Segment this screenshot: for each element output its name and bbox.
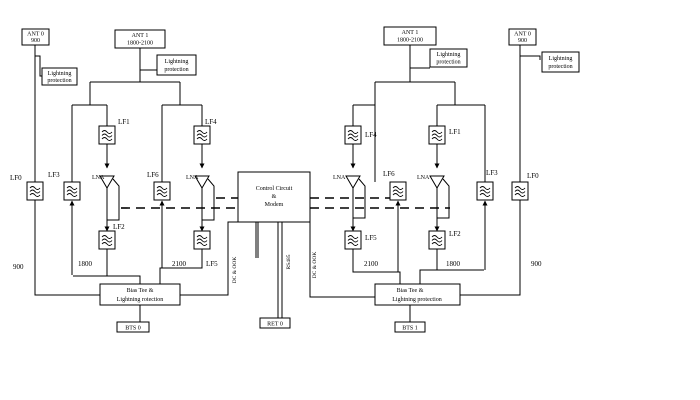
rs485-label: RS485 bbox=[286, 254, 292, 269]
control-line2: & bbox=[272, 194, 277, 200]
left-lightning-1-line1: Lightning bbox=[48, 71, 72, 77]
lf2-filter-icon bbox=[98, 230, 116, 250]
right-ant0-band: 900 bbox=[518, 38, 527, 44]
right-ant1-band: 1800-2100 bbox=[397, 38, 423, 44]
right-lna-2-label: LNA bbox=[417, 175, 430, 181]
control-line3: Modem bbox=[265, 202, 284, 208]
right-band-900: 900 bbox=[531, 260, 542, 268]
right-lna-1-icon bbox=[345, 175, 361, 189]
right-lf3-filter-icon bbox=[476, 181, 494, 201]
right-band-2100: 2100 bbox=[364, 260, 379, 268]
left-lna-2-label: LNA bbox=[186, 175, 199, 181]
right-lf4-label: LF4 bbox=[365, 131, 377, 139]
right-lf3-label: LF3 bbox=[486, 169, 498, 177]
left-lightning-2-line1: Lightning bbox=[165, 59, 189, 65]
left-lf3-label: LF3 bbox=[48, 171, 60, 179]
left-bias-tee-line2: Lightning rotection bbox=[117, 297, 164, 303]
left-lf4-label: LF4 bbox=[205, 118, 217, 126]
ret0-label: RET 0 bbox=[267, 322, 283, 328]
control-dashed-lines bbox=[121, 197, 450, 209]
right-bias-tee-line1: Bias Tee & bbox=[397, 288, 424, 294]
left-lf5-label: LF5 bbox=[206, 260, 218, 268]
lf4-filter-icon bbox=[193, 125, 211, 145]
left-bias-tee-line1: Bias Tee & bbox=[127, 288, 154, 294]
right-lightning-1-line2: protection bbox=[436, 60, 460, 66]
right-dc-ook-label: DC & OOK bbox=[312, 252, 318, 279]
left-band-900: 900 bbox=[13, 263, 24, 271]
bts1-label: BTS 1 bbox=[402, 326, 418, 332]
right-lf0-filter-icon bbox=[511, 181, 529, 201]
left-lightning-2-line2: protection bbox=[164, 67, 188, 73]
left-lf0-label: LF0 bbox=[10, 174, 22, 182]
left-lf2-label: LF2 bbox=[113, 223, 125, 231]
right-ant1-label: ANT 1 bbox=[402, 30, 419, 36]
left-lightning-1-line2: protection bbox=[47, 78, 71, 84]
control-line1: Control Circuit bbox=[256, 186, 293, 192]
right-lf4-filter-icon bbox=[344, 125, 362, 145]
left-dc-ook-label: DC & OOK bbox=[232, 257, 238, 284]
right-lf5-filter-icon bbox=[344, 230, 362, 250]
left-lf1-label: LF1 bbox=[118, 118, 130, 126]
right-lf2-filter-icon bbox=[428, 230, 446, 250]
right-lna-1-label: LNA bbox=[333, 175, 346, 181]
bts0-label: BTS 0 bbox=[125, 326, 141, 332]
left-ant0-label: ANT 0 bbox=[27, 32, 44, 38]
right-bias-tee-line2: Lightning protection bbox=[392, 297, 442, 303]
left-ant0-band: 900 bbox=[31, 38, 40, 44]
right-lf1-filter-icon bbox=[428, 125, 446, 145]
right-lf5-label: LF5 bbox=[365, 234, 377, 242]
left-band-2100: 2100 bbox=[172, 260, 187, 268]
center-control: Control Circuit & Modem RS485 RET 0 DC &… bbox=[237, 171, 375, 329]
lf1-filter-icon bbox=[98, 125, 116, 145]
left-unit: ANT 0 900 ANT 1 1800-2100 Lightning prot… bbox=[10, 28, 238, 333]
right-lightning-2-line1: Lightning bbox=[549, 56, 573, 62]
left-band-1800: 1800 bbox=[78, 260, 93, 268]
lf6-filter-icon bbox=[153, 181, 171, 201]
right-lf2-label: LF2 bbox=[449, 230, 461, 238]
right-unit: ANT 1 1800-2100 ANT 0 900 Lightning prot… bbox=[333, 26, 580, 333]
right-lf6-filter-icon bbox=[389, 181, 407, 201]
right-lightning-2-line2: protection bbox=[548, 64, 572, 70]
left-ant1-label: ANT 1 bbox=[132, 33, 149, 39]
lf3-filter-icon bbox=[63, 181, 81, 201]
lf0-filter-icon bbox=[26, 181, 44, 201]
right-lf0-label: LF0 bbox=[527, 172, 539, 180]
right-ant0-label: ANT 0 bbox=[514, 32, 531, 38]
right-lf1-label: LF1 bbox=[449, 128, 461, 136]
left-ant1-band: 1800-2100 bbox=[127, 41, 153, 47]
left-lna-1-label: LNA bbox=[92, 175, 105, 181]
right-lf6-label: LF6 bbox=[383, 170, 395, 178]
right-lna-2-icon bbox=[429, 175, 445, 189]
lf5-filter-icon bbox=[193, 230, 211, 250]
right-band-1800: 1800 bbox=[446, 260, 461, 268]
right-lightning-1-line1: Lightning bbox=[437, 52, 461, 58]
left-lf6-label: LF6 bbox=[147, 171, 159, 179]
